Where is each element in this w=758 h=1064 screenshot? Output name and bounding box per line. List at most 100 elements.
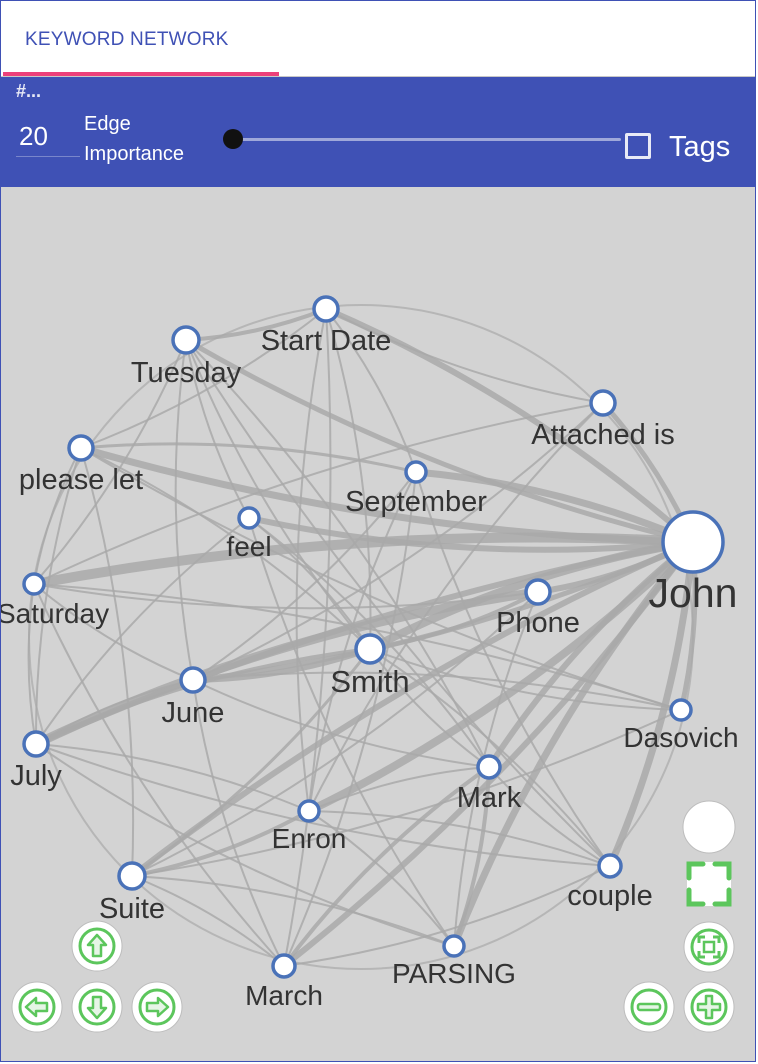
keyword-count-input[interactable] [16,117,80,157]
slider-track[interactable] [233,138,621,141]
node-feel[interactable]: feel [226,506,272,562]
edge-saturday-july[interactable] [27,583,37,745]
node-circle[interactable] [312,295,340,323]
node-circle[interactable] [297,799,321,823]
node-circle[interactable] [661,510,725,574]
edge-attached_is-june[interactable] [192,402,604,681]
edge-enron-mark[interactable] [308,766,490,812]
node-start_date[interactable]: Start Date [261,295,392,357]
node-circle[interactable] [404,460,428,484]
node-march[interactable]: March [245,953,323,1011]
node-phone[interactable]: Phone [496,578,580,639]
edge-john-march[interactable] [281,539,696,969]
edge-march-suite[interactable] [131,875,285,967]
node-attached_is[interactable]: Attached is [531,389,675,451]
node-couple[interactable]: couple [567,853,653,912]
node-mark[interactable]: Mark [457,754,522,814]
node-circle[interactable] [237,506,261,530]
edge-john-enron[interactable] [305,538,697,815]
edge-attached_is-start_date[interactable] [325,308,604,404]
edge-tuesday-start_date[interactable] [184,307,328,342]
tab-keyword-network[interactable]: KEYWORD NETWORK [3,1,279,76]
node-circle[interactable] [589,389,617,417]
node-circle[interactable] [354,633,386,665]
edge-enron-july[interactable] [35,743,310,812]
edge-september-enron[interactable] [308,471,417,812]
edge-john-feel[interactable] [246,515,696,553]
node-circle[interactable] [476,754,502,780]
edge-dasovich-june[interactable] [192,671,682,711]
edge-please_let-smith[interactable] [80,447,371,650]
edge-march-saturday[interactable] [33,583,285,967]
edge-couple-july[interactable] [35,743,611,867]
edge-parsing-suite[interactable] [131,875,455,947]
node-circle[interactable] [22,572,46,596]
pan-right-button[interactable] [131,981,183,1033]
node-circle[interactable] [271,953,297,979]
edge-attached_is-saturday[interactable] [33,402,604,585]
edge-start_date-enron[interactable] [295,308,327,812]
edge-dasovich-suite[interactable] [131,709,682,877]
edge-dasovich-saturday[interactable] [33,583,682,711]
zoom-out-button[interactable] [623,981,675,1033]
edge-june-saturday[interactable] [33,583,194,681]
node-dasovich[interactable]: Dasovich [623,698,739,753]
edge-attached_is-enron[interactable] [308,402,604,812]
edge-mark-couple[interactable] [488,766,611,867]
edge-john-saturday[interactable] [29,532,698,589]
edge-smith-dasovich[interactable] [369,648,682,711]
edge-john-september[interactable] [412,468,697,546]
node-suite[interactable]: Suite [99,861,165,925]
edge-please_let-start_date[interactable] [80,308,327,449]
edge-tuesday-june[interactable] [174,339,194,681]
edge-phone-saturday[interactable] [33,583,539,610]
tags-checkbox[interactable]: Tags [623,129,753,169]
edge-smith-couple[interactable] [369,648,611,867]
edge-september-couple[interactable] [415,471,611,867]
node-circle[interactable] [22,730,50,758]
fullscreen-button[interactable] [686,861,732,907]
node-circle[interactable] [171,325,201,355]
edge-mark-march[interactable] [282,765,491,968]
edge-june-july[interactable] [35,679,194,745]
edge-parsing-july[interactable] [35,743,455,947]
edge-tuesday-couple[interactable] [185,339,611,867]
edge-tuesday-smith[interactable] [185,339,371,650]
slider-thumb[interactable] [223,129,243,149]
edge-parsing-enron[interactable] [308,810,455,947]
edge-march-june[interactable] [192,679,285,967]
pan-left-button[interactable] [11,981,63,1033]
edge-feel-parsing[interactable] [248,517,455,947]
node-circle[interactable] [67,434,95,462]
edge-couple-enron[interactable] [308,810,611,867]
edge-september-march[interactable] [283,471,417,967]
node-parsing[interactable]: PARSING [392,934,516,989]
edge-september-start_date[interactable] [325,308,417,473]
node-september[interactable]: September [345,460,487,518]
edge-please_let-dasovich[interactable] [80,447,682,711]
node-circle[interactable] [442,934,466,958]
edge-smith-mark[interactable] [369,648,490,768]
edge-start_date-smith[interactable] [325,308,372,650]
checkbox-icon[interactable] [625,133,651,159]
node-june[interactable]: June [162,666,225,729]
pan-up-button[interactable] [71,920,123,972]
node-saturday[interactable]: Saturday [1,572,109,629]
pan-down-button[interactable] [71,981,123,1033]
node-enron[interactable]: Enron [272,799,347,854]
node-circle[interactable] [669,698,693,722]
node-tuesday[interactable]: Tuesday [131,325,242,389]
zoom-in-button[interactable] [683,981,735,1033]
node-john[interactable]: John [649,510,738,616]
reset-view-button[interactable] [682,800,736,854]
edge-importance-slider[interactable] [223,127,621,153]
edge-couple-march[interactable] [283,865,611,967]
node-july[interactable]: July [10,730,62,792]
edge-john-start_date[interactable] [323,306,696,545]
edge-please_let-suite[interactable] [80,447,135,877]
edge-smith-suite[interactable] [130,647,372,878]
edge-mark-june[interactable] [192,679,490,768]
edge-feel-tuesday[interactable] [185,339,250,519]
node-circle[interactable] [117,861,147,891]
